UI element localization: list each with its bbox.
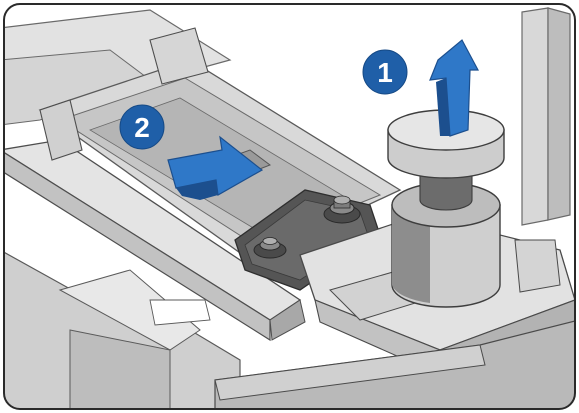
- slide-out-arrow-icon: [167, 135, 264, 200]
- right-post: [521, 7, 571, 226]
- screw-icon: [253, 237, 287, 259]
- rear-housing: [4, 9, 232, 126]
- step-badge-1: 1: [362, 49, 408, 95]
- rail-front-bar: [4, 139, 306, 342]
- screw-icon: [323, 195, 361, 224]
- base-left: [4, 248, 241, 409]
- plunger-stem: [391, 164, 501, 308]
- pull-up-arrow-icon: [429, 39, 479, 137]
- left-bracket: [39, 27, 209, 161]
- frame-border: [3, 3, 576, 410]
- step-number-1: 1: [377, 57, 393, 88]
- step-number-2: 2: [134, 112, 150, 143]
- base-right: [214, 319, 575, 409]
- step-badge-2: 2: [119, 104, 165, 150]
